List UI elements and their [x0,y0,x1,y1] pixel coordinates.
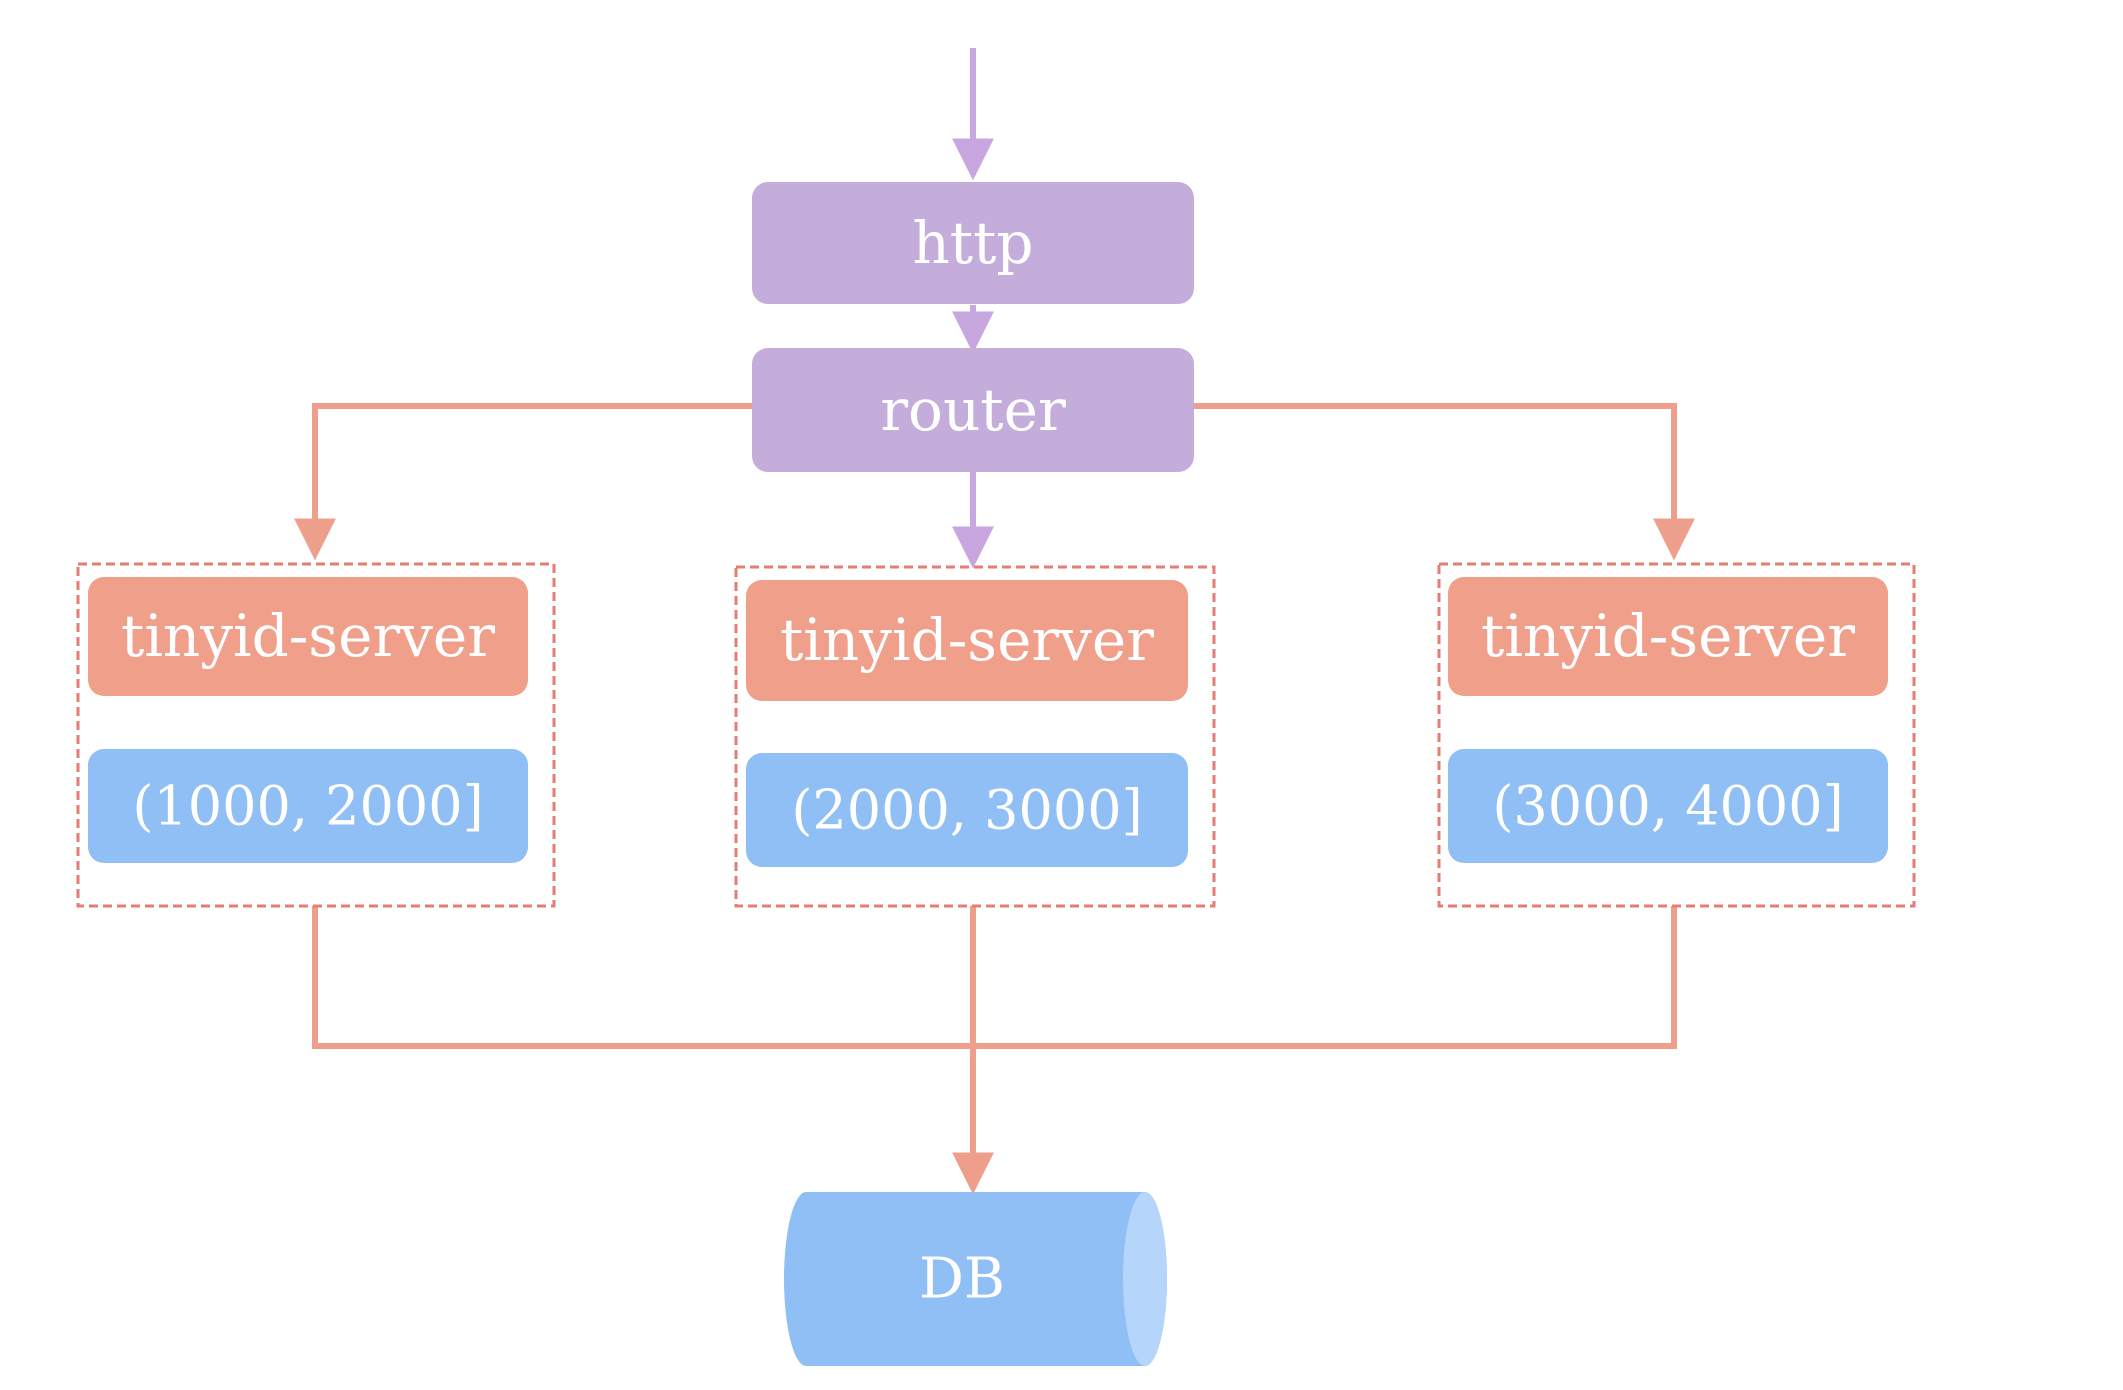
server-1-range: (1000, 2000] [88,749,528,863]
server-group-1: tinyid-server (1000, 2000] [76,562,556,908]
server-2-label: tinyid-server [780,606,1154,674]
db-node: DB [784,1192,1167,1366]
server-group-1-border [76,562,556,908]
db-cylinder-body [784,1192,1167,1366]
router-node: router [752,348,1194,472]
server-3-range: (3000, 4000] [1448,749,1888,863]
server-group-2: tinyid-server (2000, 3000] [734,565,1216,908]
http-label: http [912,209,1033,277]
server-2-range-label: (2000, 3000] [791,779,1142,842]
server-2-range: (2000, 3000] [746,753,1188,867]
server-1-range-label: (1000, 2000] [132,775,483,838]
router-label: router [880,376,1066,444]
server-3-to-bus-line [973,906,1677,1049]
db-label: DB [919,1247,1005,1312]
http-node: http [752,182,1194,304]
server-3-range-label: (3000, 4000] [1492,775,1843,838]
server-1-label: tinyid-server [121,602,495,670]
server-group-3-border [1437,562,1916,908]
router-to-server-1-arrow [294,403,752,561]
server-group-3: tinyid-server (3000, 4000] [1437,562,1916,908]
db-cylinder-end [1123,1192,1167,1366]
router-to-server-3-arrow [1194,403,1695,561]
server-1-to-bus-line [312,906,973,1049]
server-group-2-border [734,565,1216,908]
server-3-node: tinyid-server [1448,577,1888,696]
server-3-label: tinyid-server [1481,602,1855,670]
server-1-node: tinyid-server [88,577,528,696]
connectors [294,48,1695,1195]
server-2-node: tinyid-server [746,580,1188,701]
